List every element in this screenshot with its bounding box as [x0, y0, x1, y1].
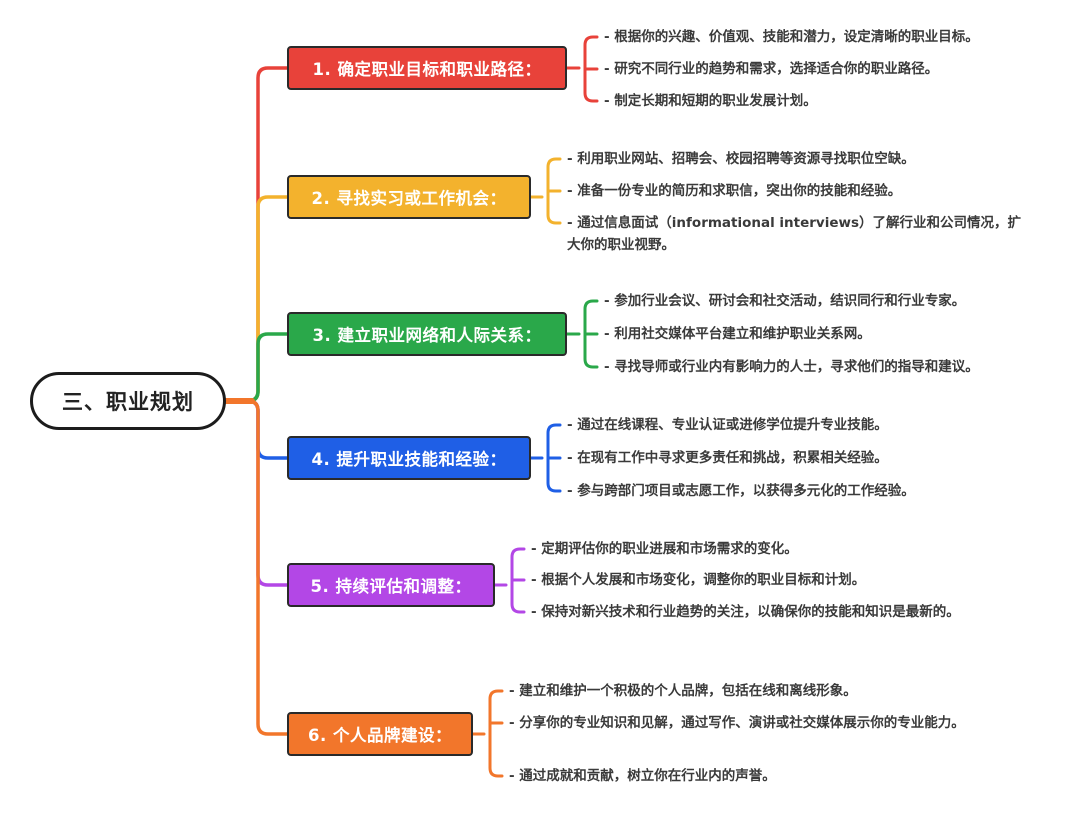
root-node-label: 三、职业规划: [62, 390, 194, 414]
leaf-item[interactable]: - 准备一份专业的简历和求职信，突出你的技能和经验。: [567, 183, 902, 199]
topic-node-2[interactable]: 2. 寻找实习或工作机会：: [287, 175, 531, 219]
leaf-item[interactable]: - 参加行业会议、研讨会和社交活动，结识同行和行业专家。: [604, 293, 966, 309]
topic-node-1[interactable]: 1. 确定职业目标和职业路径：: [287, 46, 567, 90]
topic-node-label: 1. 确定职业目标和职业路径：: [312, 60, 542, 79]
leaf-item[interactable]: - 在现有工作中寻求更多责任和挑战，积累相关经验。: [567, 450, 888, 466]
leaf-item[interactable]: - 根据你的兴趣、价值观、技能和潜力，设定清晰的职业目标。: [604, 29, 979, 45]
topic-node-label: 5. 持续评估和调整：: [310, 577, 472, 596]
leaf-item[interactable]: - 利用社交媒体平台建立和维护职业关系网。: [604, 326, 871, 342]
leaf-item[interactable]: - 研究不同行业的趋势和需求，选择适合你的职业路径。: [604, 61, 939, 77]
leaf-item[interactable]: - 保持对新兴技术和行业趋势的关注，以确保你的技能和知识是最新的。: [531, 604, 960, 620]
leaf-item[interactable]: - 制定长期和短期的职业发展计划。: [604, 93, 817, 109]
leaf-item[interactable]: - 寻找导师或行业内有影响力的人士，寻求他们的指导和建议。: [604, 359, 979, 375]
topic-node-3[interactable]: 3. 建立职业网络和人际关系：: [287, 312, 567, 356]
topic-node-6[interactable]: 6. 个人品牌建设：: [287, 712, 473, 756]
root-node[interactable]: 三、职业规划: [30, 372, 226, 430]
connector-line: [488, 689, 504, 778]
topic-node-label: 6. 个人品牌建设：: [308, 726, 452, 745]
leaf-item[interactable]: - 利用职业网站、招聘会、校园招聘等资源寻找职位空缺。: [567, 151, 915, 167]
topic-node-4[interactable]: 4. 提升职业技能和经验：: [287, 436, 531, 480]
leaf-item[interactable]: - 根据个人发展和市场变化，调整你的职业目标和计划。: [531, 572, 866, 588]
topic-node-label: 4. 提升职业技能和经验：: [311, 450, 507, 469]
connector-line: [224, 399, 289, 736]
connector-line: [224, 332, 289, 403]
leaf-item[interactable]: - 定期评估你的职业进展和市场需求的变化。: [531, 541, 798, 557]
topic-node-label: 3. 建立职业网络和人际关系：: [312, 326, 542, 345]
leaf-item[interactable]: - 通过成就和贡献，树立你在行业内的声誉。: [509, 768, 776, 784]
leaf-item[interactable]: - 通过在线课程、专业认证或进修学位提升专业技能。: [567, 417, 888, 433]
leaf-item[interactable]: - 参与跨部门项目或志愿工作，以获得多元化的工作经验。: [567, 483, 915, 499]
leaf-item[interactable]: - 分享你的专业知识和见解，通过写作、演讲或社交媒体展示你的专业能力。: [509, 715, 965, 731]
leaf-item[interactable]: - 通过信息面试（informational interviews）了解行业和公…: [567, 215, 1022, 253]
topic-node-5[interactable]: 5. 持续评估和调整：: [287, 563, 495, 607]
topic-node-label: 2. 寻找实习或工作机会：: [311, 189, 507, 208]
leaf-item[interactable]: - 建立和维护一个积极的个人品牌，包括在线和离线形象。: [509, 683, 857, 699]
